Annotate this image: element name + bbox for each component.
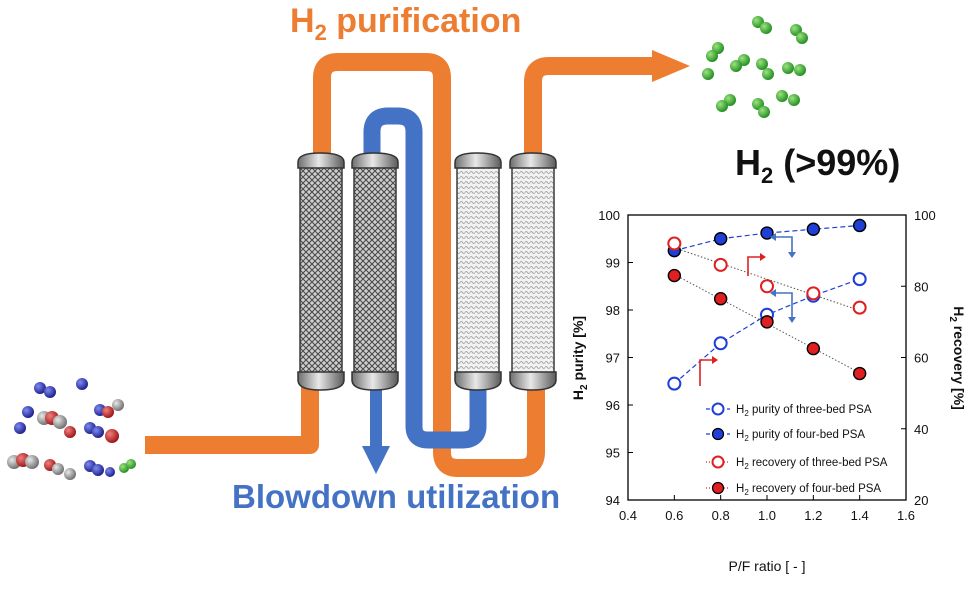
y-left-tick-label: 94 bbox=[606, 493, 620, 508]
legend-marker bbox=[711, 455, 725, 469]
data-point-series-1 bbox=[760, 226, 774, 240]
y-left-tick-label: 97 bbox=[606, 351, 620, 366]
y-left-tick-label: 100 bbox=[598, 208, 620, 223]
data-point-series-1 bbox=[806, 222, 821, 236]
x-tick-label: 1.0 bbox=[758, 508, 776, 523]
y-right-tick-label: 60 bbox=[914, 351, 928, 366]
psa-performance-chart: 0.4 0.6 0.8 1.0 1.2 1.4 1.6 94 95 96 97 98 99 100 20 40… bbox=[570, 208, 967, 574]
x-tick-label: 0.6 bbox=[665, 508, 683, 523]
y-right-tick-label: 80 bbox=[914, 279, 928, 294]
column-3 bbox=[454, 152, 502, 391]
x-tick-label: 1.6 bbox=[897, 508, 915, 523]
legend-marker bbox=[711, 427, 725, 441]
data-point-series-2 bbox=[713, 257, 728, 272]
column-1 bbox=[297, 152, 345, 391]
data-point-series-0 bbox=[667, 376, 682, 391]
data-point-series-1 bbox=[852, 218, 867, 233]
legend-label: H2 recovery of four-bed PSA bbox=[736, 483, 881, 497]
series-points bbox=[667, 218, 867, 391]
y-axis-right-label: H2 recovery [%] bbox=[947, 306, 967, 410]
y-axis-left-label: H2 purity [%] bbox=[570, 316, 590, 400]
y-left-tick-label: 99 bbox=[606, 256, 620, 271]
y-right-tick-label: 20 bbox=[914, 493, 928, 508]
feed-gas-molecules bbox=[7, 378, 136, 480]
chart-legend: H2 purity of three-bed PSA H2 purity of … bbox=[706, 402, 888, 497]
data-point-series-0 bbox=[852, 272, 867, 287]
x-axis-label: P/F ratio [ - ] bbox=[728, 558, 805, 574]
series-line-1 bbox=[674, 224, 860, 252]
column-2 bbox=[351, 152, 399, 391]
plot-frame bbox=[627, 214, 907, 501]
data-point-series-1 bbox=[713, 232, 728, 246]
x-tick-label: 1.2 bbox=[804, 508, 822, 523]
legend-marker bbox=[711, 402, 725, 416]
series-trend-2 bbox=[674, 247, 860, 311]
product-arrowhead bbox=[652, 50, 690, 82]
x-tick-label: 1.4 bbox=[851, 508, 869, 523]
data-point-series-3 bbox=[806, 341, 821, 356]
legend-item-three-bed-recovery: H2 recovery of three-bed PSA bbox=[706, 455, 888, 471]
axis-ticks: 0.4 0.6 0.8 1.0 1.2 1.4 1.6 94 95 96 97 98 99 100 20 40… bbox=[598, 208, 935, 523]
legend-label: H2 purity of four-bed PSA bbox=[736, 429, 865, 443]
legend-label: H2 recovery of three-bed PSA bbox=[736, 457, 888, 471]
purification-flow bbox=[145, 50, 690, 477]
blowdown-label: Blowdown utilization bbox=[232, 478, 561, 515]
purification-label: H2 purification bbox=[290, 2, 522, 45]
data-point-series-2 bbox=[806, 286, 821, 301]
y-left-tick-label: 95 bbox=[606, 446, 620, 461]
legend-item-three-bed-purity: H2 purity of three-bed PSA bbox=[706, 402, 872, 418]
y-left-tick-label: 98 bbox=[606, 303, 620, 318]
data-point-series-3 bbox=[713, 292, 728, 306]
data-point-series-0 bbox=[713, 336, 728, 351]
data-point-series-2 bbox=[852, 300, 867, 315]
legend-marker bbox=[711, 481, 725, 495]
data-point-series-2 bbox=[760, 279, 774, 294]
column-4 bbox=[509, 152, 557, 391]
legend-item-four-bed-purity: H2 purity of four-bed PSA bbox=[706, 427, 865, 443]
blowdown-arrowhead bbox=[362, 446, 390, 474]
data-point-series-2 bbox=[667, 236, 682, 251]
x-tick-label: 0.8 bbox=[712, 508, 730, 523]
legend-label: H2 purity of three-bed PSA bbox=[736, 404, 872, 418]
data-point-series-3 bbox=[667, 268, 682, 283]
axis-indicator-arrows bbox=[699, 233, 796, 386]
data-point-series-3 bbox=[852, 366, 867, 381]
blowdown-flow bbox=[362, 107, 487, 474]
y-right-tick-label: 40 bbox=[914, 422, 928, 437]
y-right-tick-label: 100 bbox=[914, 208, 936, 223]
legend-item-four-bed-recovery: H2 recovery of four-bed PSA bbox=[706, 481, 881, 497]
y-left-tick-label: 96 bbox=[606, 398, 620, 413]
product-purity-label: H2 (>99%) bbox=[735, 142, 901, 189]
product-h2-molecules bbox=[702, 16, 808, 118]
x-tick-label: 0.4 bbox=[619, 508, 637, 523]
data-point-series-3 bbox=[760, 315, 774, 329]
